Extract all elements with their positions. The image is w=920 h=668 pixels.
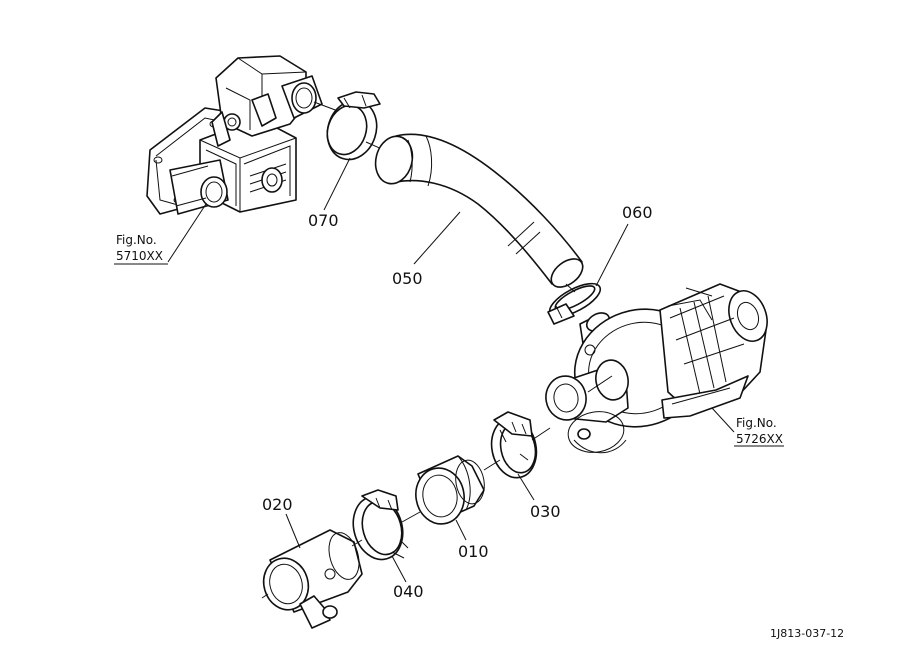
fig-ref-right-title: Fig.No.	[736, 416, 777, 430]
fig-ref-left-title: Fig.No.	[116, 233, 157, 247]
drawing-code: 1J813-037-12	[770, 627, 844, 640]
intake-hose-050	[374, 133, 584, 288]
part-label-070: 070	[308, 211, 339, 230]
intake-manifold-assembly	[146, 55, 347, 215]
fig-ref-left-number: 5710XX	[116, 249, 163, 263]
part-label-030: 030	[530, 502, 561, 521]
part-label-050: 050	[392, 269, 423, 288]
assembly-center-lines	[261, 283, 613, 599]
hose-connector-010	[415, 455, 485, 525]
leader-lines	[114, 157, 784, 583]
fig-ref-right-number: 5726XX	[736, 432, 783, 446]
part-label-060: 060	[622, 203, 653, 222]
turbocharger-assembly	[545, 283, 768, 454]
part-label-040: 040	[393, 582, 424, 601]
inlet-pipe-020	[262, 529, 363, 629]
hose-clamp-040	[352, 489, 409, 561]
hose-clamp-060	[547, 282, 602, 325]
part-label-020: 020	[262, 495, 293, 514]
part-label-010: 010	[458, 542, 489, 561]
hose-clamp-070	[326, 91, 385, 161]
hose-clamp-030	[490, 411, 538, 479]
